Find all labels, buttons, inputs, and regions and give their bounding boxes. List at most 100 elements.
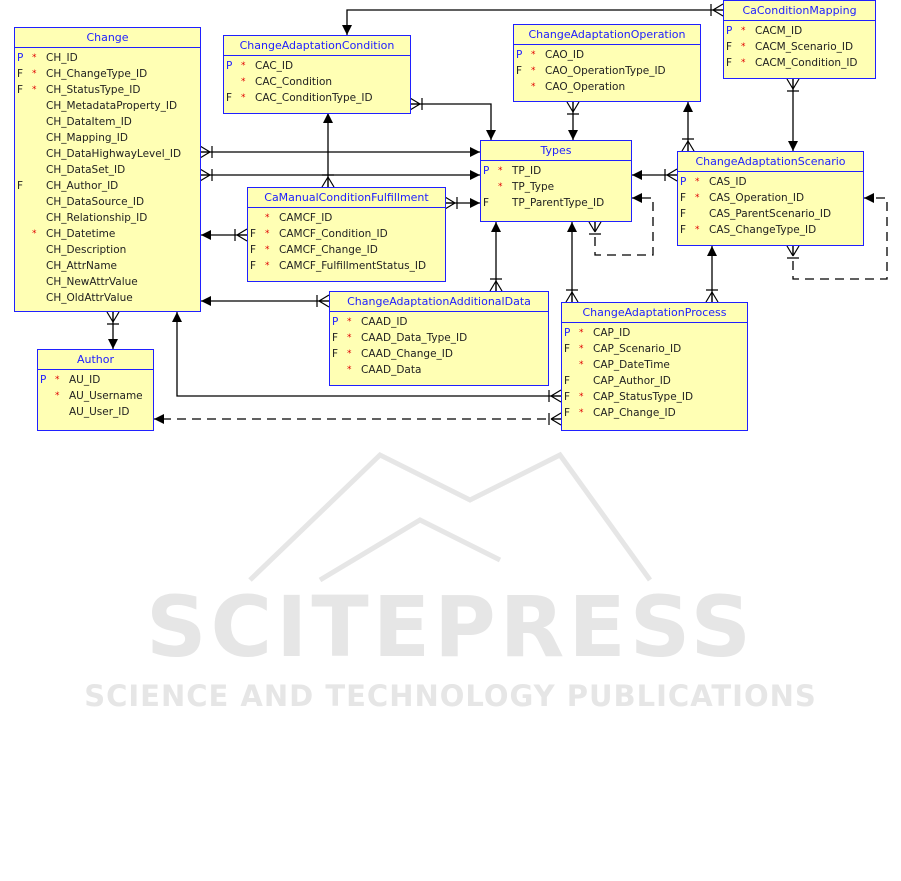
column-row[interactable]: * CAMCF_ID <box>248 210 445 226</box>
key-marker: P <box>564 327 571 339</box>
column-row[interactable]: P*CAO_ID <box>514 47 700 63</box>
entity-title: ChangeAdaptationProcess <box>562 303 747 323</box>
column-row[interactable]: AU_User_ID <box>38 404 153 420</box>
required-marker: * <box>265 245 270 255</box>
column-name: CH_DataSource_ID <box>46 196 145 208</box>
column-row[interactable]: F*CAO_OperationType_ID <box>514 63 700 79</box>
column-row[interactable]: CH_Mapping_ID <box>15 130 200 146</box>
column-row[interactable]: F*CAP_StatusType_ID <box>562 389 747 405</box>
column-row[interactable]: F*CH_StatusType_ID <box>15 82 200 98</box>
column-row[interactable]: F*CAP_Change_ID <box>562 405 747 421</box>
column-row[interactable]: *CAAD_Data <box>330 362 548 378</box>
column-row[interactable]: CH_DataSet_ID <box>15 162 200 178</box>
entity-title: ChangeAdaptationAdditionalData <box>330 292 548 312</box>
column-row[interactable]: P*CAP_ID <box>562 325 747 341</box>
column-row[interactable]: CH_Description <box>15 242 200 258</box>
column-name: CH_OldAttrValue <box>46 292 133 304</box>
required-marker: * <box>32 53 37 63</box>
column-row[interactable]: CH_DataItem_ID <box>15 114 200 130</box>
required-marker: * <box>241 93 246 103</box>
key-marker: F <box>564 343 571 355</box>
column-row[interactable]: P*CH_ID <box>15 50 200 66</box>
column-row[interactable]: F*CAAD_Change_ID <box>330 346 548 362</box>
column-name: AU_ID <box>69 374 101 386</box>
column-row[interactable]: F*CAS_Operation_ID <box>678 190 863 206</box>
column-row[interactable]: P*CACM_ID <box>724 23 875 39</box>
column-row[interactable]: F*CAMCF_Change_ID <box>248 242 445 258</box>
column-row[interactable]: F*CAC_ConditionType_ID <box>224 90 410 106</box>
column-row[interactable]: *CAC_Condition <box>224 74 410 90</box>
column-row[interactable]: F CAS_ParentScenario_ID <box>678 206 863 222</box>
column-name: CAO_Operation <box>545 81 626 93</box>
column-name: CAS_ParentScenario_ID <box>709 208 832 220</box>
watermark-book-icon <box>248 451 653 583</box>
key-marker: P <box>332 316 339 328</box>
column-row[interactable]: F*CACM_Condition_ID <box>724 55 875 71</box>
column-row[interactable]: F*CAP_Scenario_ID <box>562 341 747 357</box>
column-name: CH_Mapping_ID <box>46 132 128 144</box>
column-row[interactable]: F*CAS_ChangeType_ID <box>678 222 863 238</box>
column-row[interactable]: F*CAAD_Data_Type_ID <box>330 330 548 346</box>
column-row[interactable]: F*CAMCF_FulfillmentStatus_ID <box>248 258 445 274</box>
column-row[interactable]: CH_DataHighwayLevel_ID <box>15 146 200 162</box>
column-name: CH_AttrName <box>46 260 118 272</box>
required-marker: * <box>695 177 700 187</box>
rel-cacm-cac <box>342 3 724 35</box>
column-row[interactable]: *AU_Username <box>38 388 153 404</box>
key-marker: P <box>226 60 233 72</box>
column-name: CAMCF_ID <box>279 212 333 224</box>
column-row[interactable]: CH_MetadataProperty_ID <box>15 98 200 114</box>
column-row[interactable]: *TP_Type <box>481 179 631 195</box>
column-row[interactable]: *CH_Datetime <box>15 226 200 242</box>
required-marker: * <box>498 166 503 176</box>
column-name: CAP_Author_ID <box>593 375 671 387</box>
column-row[interactable]: *CAO_Operation <box>514 79 700 95</box>
column-row[interactable]: P*TP_ID <box>481 163 631 179</box>
column-name: CH_Datetime <box>46 228 116 240</box>
column-name: CH_StatusType_ID <box>46 84 141 96</box>
required-marker: * <box>531 50 536 60</box>
column-row[interactable]: CH_AttrName <box>15 258 200 274</box>
rel-cas-self <box>786 193 888 280</box>
column-row[interactable]: CH_DataSource_ID <box>15 194 200 210</box>
column-row[interactable]: P*AU_ID <box>38 372 153 388</box>
key-marker: F <box>17 180 24 192</box>
required-marker: * <box>265 213 270 223</box>
column-name: CACM_ID <box>755 25 803 37</box>
column-row[interactable]: *CAP_DateTime <box>562 357 747 373</box>
key-marker: F <box>680 208 687 220</box>
key-marker: F <box>250 244 257 256</box>
column-row[interactable]: CH_NewAttrValue <box>15 274 200 290</box>
column-row[interactable]: F*CH_ChangeType_ID <box>15 66 200 82</box>
column-row[interactable]: CH_Relationship_ID <box>15 210 200 226</box>
column-row[interactable]: P*CAC_ID <box>224 58 410 74</box>
column-row[interactable]: F*CAMCF_Condition_ID <box>248 226 445 242</box>
key-marker: F <box>250 228 257 240</box>
column-name: TP_Type <box>512 181 555 193</box>
watermark-subtitle: SCIENCE AND TECHNOLOGY PUBLICATIONS <box>84 679 817 713</box>
column-row[interactable]: P*CAS_ID <box>678 174 863 190</box>
key-marker: P <box>726 25 733 37</box>
column-name: CH_DataHighwayLevel_ID <box>46 148 182 160</box>
key-marker: F <box>564 391 571 403</box>
key-marker: F <box>680 224 687 236</box>
column-row[interactable]: P*CAAD_ID <box>330 314 548 330</box>
column-name: CAMCF_FulfillmentStatus_ID <box>279 260 427 272</box>
column-row[interactable]: CH_OldAttrValue <box>15 290 200 306</box>
column-row[interactable]: F*CACM_Scenario_ID <box>724 39 875 55</box>
column-name: CAS_ID <box>709 176 747 188</box>
